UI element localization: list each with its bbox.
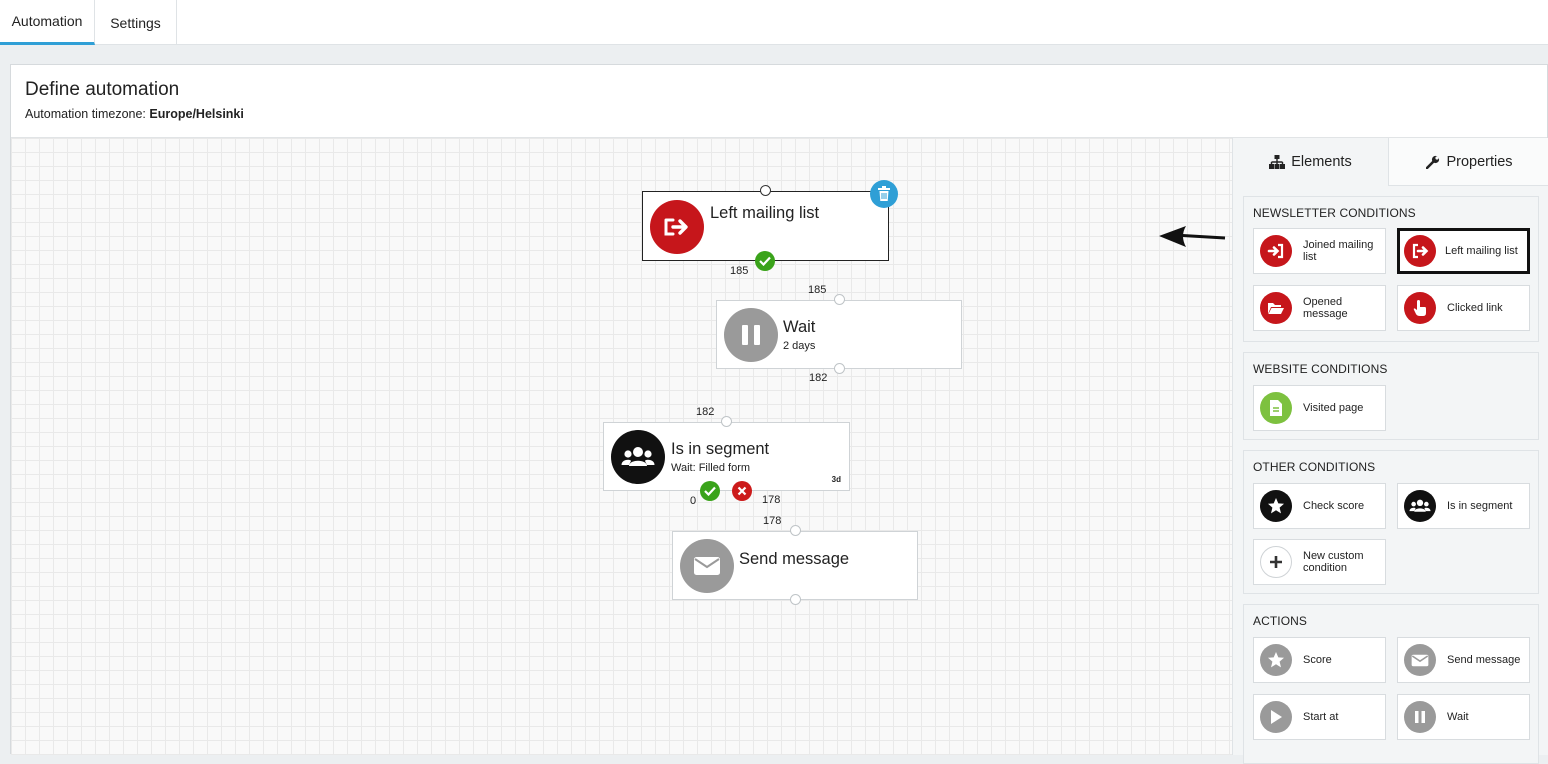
element-clicked-link[interactable]: Clicked link — [1397, 285, 1530, 331]
group-title: NEWSLETTER CONDITIONS — [1253, 206, 1416, 220]
connection-count: 178 — [763, 515, 782, 527]
automation-canvas[interactable]: Left mailing list 185 185 Wait 2 days 18… — [11, 138, 1232, 755]
tab-automation-label: Automation — [11, 13, 83, 29]
element-label: Send message — [1447, 654, 1521, 666]
element-left-mailing-list[interactable]: Left mailing list — [1397, 228, 1530, 274]
timezone-label: Automation timezone: — [25, 107, 146, 121]
node-subtitle: 2 days — [783, 340, 816, 352]
element-new-custom-condition[interactable]: New custom condition — [1253, 539, 1386, 585]
arrow-left-icon — [1159, 226, 1226, 247]
node-output-port[interactable] — [790, 594, 801, 605]
tab-settings[interactable]: Settings — [95, 0, 177, 45]
element-is-in-segment[interactable]: Is in segment — [1397, 483, 1530, 529]
element-label: Wait — [1447, 711, 1469, 723]
element-label: Left mailing list — [1445, 245, 1518, 257]
tab-elements-label: Elements — [1291, 154, 1352, 170]
tab-properties[interactable]: Properties — [1389, 138, 1548, 186]
page-title: Define automation — [25, 79, 180, 100]
connection-count: 182 — [809, 372, 828, 384]
automation-panel: Define automation Automation timezone: E… — [10, 64, 1548, 764]
element-label: Score — [1303, 654, 1332, 666]
timezone-line: Automation timezone: Europe/Helsinki — [25, 107, 244, 121]
tab-properties-label: Properties — [1446, 153, 1513, 170]
node-left-mailing-list[interactable]: Left mailing list — [642, 191, 889, 261]
element-wait[interactable]: Wait — [1397, 694, 1530, 740]
elements-sidebar: Elements Properties NEWSLETTER CONDITION… — [1232, 138, 1548, 764]
group-actions: ACTIONS Score Send message Start at — [1243, 604, 1539, 764]
users-icon — [1404, 490, 1436, 522]
users-icon — [611, 430, 665, 484]
group-newsletter-conditions: NEWSLETTER CONDITIONS Joined mailing lis… — [1243, 196, 1539, 342]
tab-settings-label: Settings — [110, 14, 161, 31]
delete-node-button[interactable] — [870, 180, 898, 208]
delay-badge: 3d — [831, 475, 841, 484]
element-label: New custom condition — [1303, 550, 1364, 574]
envelope-icon — [680, 539, 734, 593]
trash-icon — [877, 186, 891, 202]
cross-icon[interactable] — [732, 481, 752, 501]
node-input-port[interactable] — [721, 416, 732, 427]
node-input-port[interactable] — [790, 525, 801, 536]
tab-automation[interactable]: Automation — [0, 0, 95, 45]
check-icon[interactable] — [700, 481, 720, 501]
plus-icon — [1260, 546, 1292, 578]
pause-icon — [724, 308, 778, 362]
panel-header: Define automation Automation timezone: E… — [11, 65, 1547, 138]
element-start-at[interactable]: Start at — [1253, 694, 1386, 740]
element-joined-mailing-list[interactable]: Joined mailing list — [1253, 228, 1386, 274]
connection-count: 185 — [730, 265, 749, 277]
envelope-icon — [1404, 644, 1436, 676]
node-title: Wait — [783, 318, 816, 336]
group-title: OTHER CONDITIONS — [1253, 460, 1376, 474]
node-input-port[interactable] — [834, 294, 845, 305]
element-label: Check score — [1303, 500, 1365, 512]
node-title: Left mailing list — [710, 204, 820, 222]
element-opened-message[interactable]: Opened message — [1253, 285, 1386, 331]
group-title: ACTIONS — [1253, 614, 1308, 628]
sign-out-icon — [650, 200, 704, 254]
file-icon — [1260, 392, 1292, 424]
node-wait[interactable]: Wait 2 days — [716, 300, 962, 369]
check-icon[interactable] — [755, 251, 775, 271]
node-output-port[interactable] — [834, 363, 845, 374]
group-other-conditions: OTHER CONDITIONS Check score Is in segme… — [1243, 450, 1539, 594]
connection-count: 185 — [808, 284, 827, 296]
connection-count: 178 — [762, 494, 781, 506]
sidebar-tabs: Elements Properties — [1233, 138, 1548, 186]
node-is-in-segment[interactable]: Is in segment Wait: Filled form 3d — [603, 422, 850, 491]
element-label: Visited page — [1303, 402, 1364, 414]
element-label: Joined mailing list — [1303, 239, 1374, 263]
element-label: Opened message — [1303, 296, 1348, 320]
folder-open-icon — [1260, 292, 1292, 324]
element-label: Start at — [1303, 711, 1339, 723]
star-icon — [1260, 644, 1292, 676]
node-send-message[interactable]: Send message — [672, 531, 918, 600]
element-score[interactable]: Score — [1253, 637, 1386, 683]
element-label: Clicked link — [1447, 302, 1503, 314]
sign-in-icon — [1260, 235, 1292, 267]
node-input-port[interactable] — [760, 185, 771, 196]
sitemap-icon — [1269, 155, 1286, 169]
connection-count: 0 — [690, 495, 697, 507]
node-subtitle: Wait: Filled form — [671, 462, 751, 474]
group-website-conditions: WEBSITE CONDITIONS Visited page — [1243, 352, 1539, 440]
element-send-message[interactable]: Send message — [1397, 637, 1530, 683]
top-tab-bar: Automation Settings — [0, 0, 1548, 45]
group-title: WEBSITE CONDITIONS — [1253, 362, 1388, 376]
connection-count: 182 — [696, 406, 715, 418]
play-icon — [1260, 701, 1292, 733]
pause-icon — [1404, 701, 1436, 733]
star-icon — [1260, 490, 1292, 522]
tab-elements[interactable]: Elements — [1233, 138, 1389, 186]
element-label: Is in segment — [1447, 500, 1513, 512]
sign-out-icon — [1404, 235, 1436, 267]
element-visited-page[interactable]: Visited page — [1253, 385, 1386, 431]
element-check-score[interactable]: Check score — [1253, 483, 1386, 529]
timezone-value: Europe/Helsinki — [149, 107, 244, 121]
node-title: Is in segment — [671, 440, 770, 458]
wrench-icon — [1426, 155, 1440, 169]
node-title: Send message — [739, 550, 850, 568]
hand-pointer-icon — [1404, 292, 1436, 324]
